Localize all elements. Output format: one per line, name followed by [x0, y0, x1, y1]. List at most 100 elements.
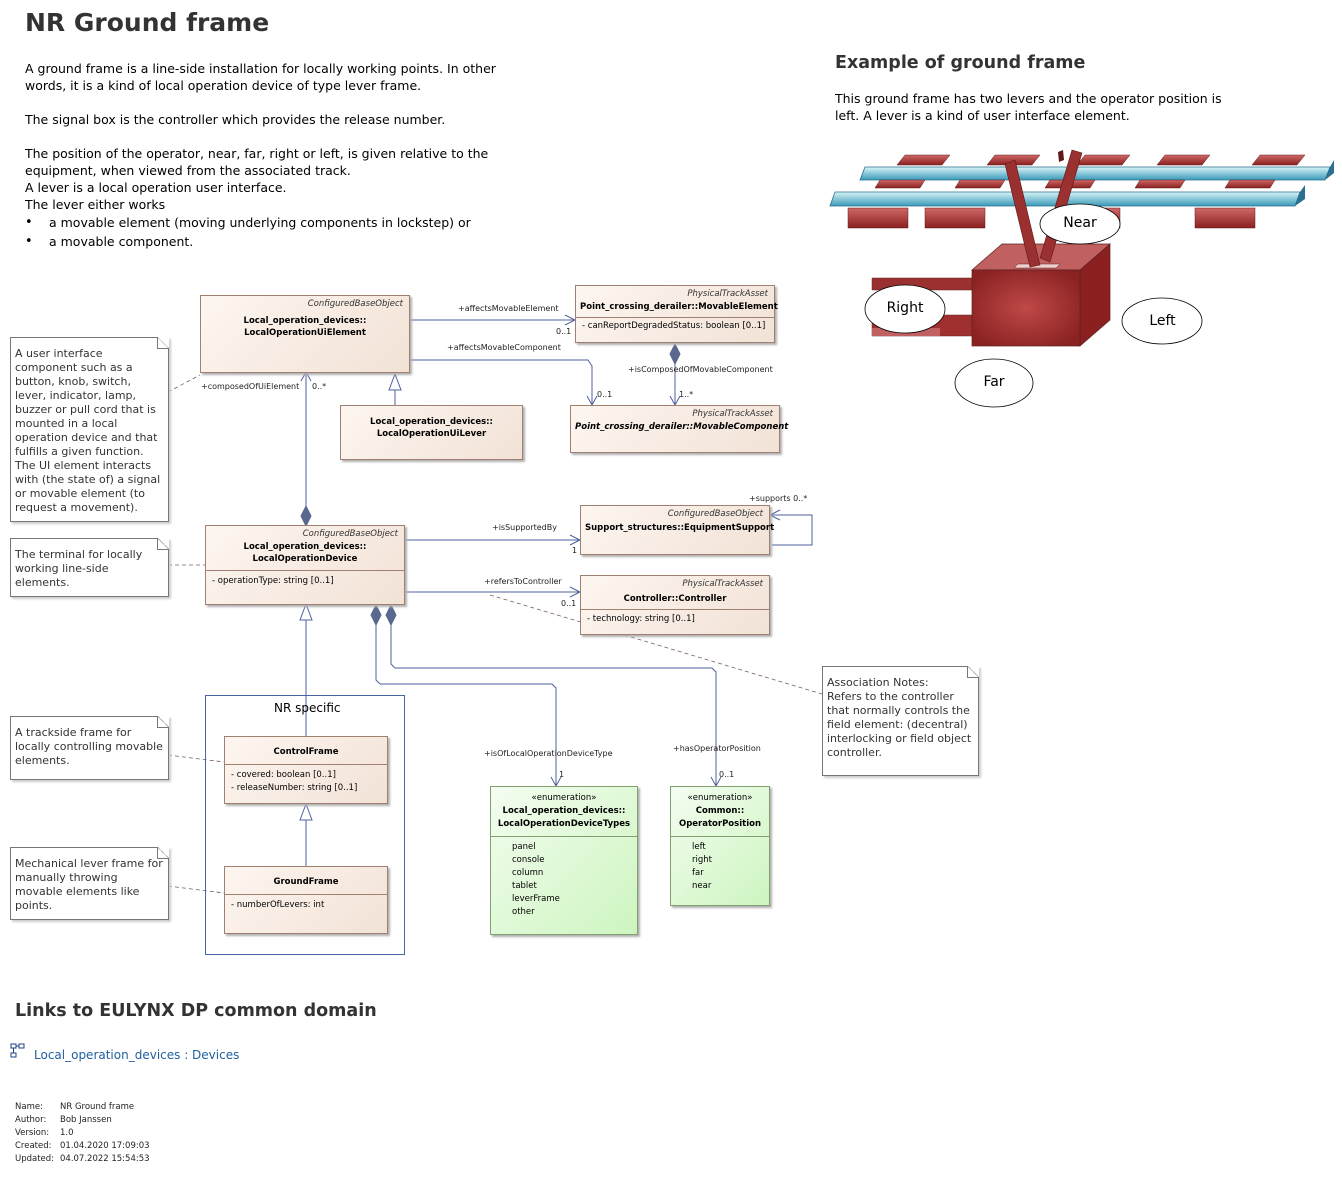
multiplicity-label: 0..1 [556, 327, 572, 336]
example-heading: Example of ground frame [835, 53, 1086, 73]
meta-key: Author: [15, 1115, 47, 1125]
role-label: +composedOfUiElement [201, 382, 300, 391]
multiplicity-label: 0..* [312, 382, 327, 391]
note-trackside-frame[interactable]: A trackside frame for locally controllin… [10, 716, 169, 780]
class-equipment-support[interactable]: ConfiguredBaseObject Support_structures:… [580, 505, 775, 555]
meta-value: NR Ground frame [60, 1102, 135, 1112]
class-attribute: - releaseNumber: string [0..1] [231, 783, 358, 793]
link-label[interactable]: Local_operation_devices : Devices [34, 1048, 240, 1062]
enum-name: Common:: [695, 806, 745, 816]
role-label: +affectsMovableComponent [447, 343, 561, 352]
stereotype: ConfiguredBaseObject [307, 299, 403, 309]
composition-diamond [370, 603, 382, 627]
class-control-frame[interactable]: ControlFrame - covered: boolean [0..1] -… [224, 736, 388, 804]
class-attribute: - technology: string [0..1] [587, 614, 695, 624]
near-ellipse [1039, 203, 1121, 245]
class-name: Point_crossing_derailer::MovableElement [580, 302, 778, 312]
meta-key: Name: [15, 1102, 43, 1112]
class-attribute: - covered: boolean [0..1] [231, 770, 336, 780]
enum-name: Local_operation_devices:: [502, 806, 626, 816]
note-association[interactable]: Association Notes: Refers to the control… [822, 666, 979, 776]
intro-paragraph: A lever is a local operation user interf… [25, 180, 287, 195]
role-label: +isOfLocalOperationDeviceType [484, 749, 613, 758]
note-mechanical-lever-frame[interactable]: Mechanical lever frame for manually thro… [10, 847, 169, 920]
generalization-arrow [388, 372, 402, 391]
stereotype: PhysicalTrackAsset [692, 409, 773, 419]
assoc-operator-position [390, 625, 717, 786]
ground-frame-illustration [829, 149, 1334, 408]
enum-literal: other [512, 907, 535, 917]
intro-paragraph: The signal box is the controller which p… [25, 112, 446, 127]
meta-value: 1.0 [60, 1128, 74, 1138]
intro-paragraph: The position of the operator, near, far,… [25, 146, 489, 178]
enum-literal: console [512, 855, 545, 865]
enum-name: LocalOperationDeviceTypes [497, 819, 631, 829]
stereotype: ConfiguredBaseObject [667, 509, 763, 519]
role-label: +hasOperatorPosition [673, 744, 761, 753]
metadata-block: Name:NR Ground frame Author:Bob Janssen … [15, 1101, 150, 1166]
package-title: NR specific [274, 701, 341, 715]
composition-diamond [300, 504, 312, 528]
multiplicity-label: 0..1 [719, 770, 735, 779]
right-ellipse [864, 284, 946, 334]
link-devices[interactable]: Local_operation_devices : Devices [10, 1040, 239, 1062]
enum-literal: panel [512, 842, 536, 852]
stereotype: ConfiguredBaseObject [302, 529, 398, 539]
enum-literal: left [692, 842, 706, 852]
intro-bullets: a movable element (moving underlying com… [25, 213, 525, 251]
meta-value: 04.07.2022 15:54:53 [60, 1154, 150, 1164]
class-name: Support_structures::EquipmentSupport [585, 523, 775, 533]
meta-value: 01.04.2020 17:09:03 [60, 1141, 150, 1151]
class-name: Controller::Controller [623, 594, 727, 604]
sleepers-back [896, 154, 1306, 166]
class-controller[interactable]: PhysicalTrackAsset Controller::Controlle… [580, 575, 770, 635]
page-title: NR Ground frame [25, 8, 270, 37]
links-heading: Links to EULYNX DP common domain [15, 1001, 377, 1021]
assoc-supports [770, 514, 813, 546]
class-name: LocalOperationUiElement [244, 328, 366, 338]
class-name: LocalOperationDevice [252, 554, 358, 564]
generalization-arrow [299, 802, 313, 821]
class-movable-element[interactable]: PhysicalTrackAsset Point_crossing_derail… [575, 285, 778, 343]
left-label: Left [1149, 313, 1176, 329]
class-movable-component[interactable]: PhysicalTrackAsset Point_crossing_derail… [570, 405, 789, 453]
intro-paragraph: A ground frame is a line-side installati… [25, 61, 496, 93]
enum-literal: near [692, 881, 712, 891]
note-ui-element[interactable]: A user interface component such as a but… [10, 337, 169, 522]
enum-literal: leverFrame [512, 894, 560, 904]
stereotype: «enumeration» [687, 793, 753, 803]
meta-key: Version: [15, 1128, 50, 1138]
example-text: This ground frame has two levers and the… [835, 91, 1222, 123]
multiplicity-label: 0..1 [561, 599, 577, 608]
note-link [167, 754, 225, 763]
stereotype: PhysicalTrackAsset [682, 579, 763, 589]
intro-text: A ground frame is a line-side installati… [25, 60, 525, 251]
enum-name: OperatorPosition [678, 819, 761, 829]
enum-local-operation-device-types[interactable]: «enumeration» Local_operation_devices:: … [490, 786, 638, 935]
assoc-affects-component [410, 359, 593, 405]
class-name: ControlFrame [273, 747, 339, 757]
assoc-device-type [375, 625, 557, 786]
multiplicity-label: 1 [559, 770, 565, 779]
lever-1 [1004, 159, 1041, 268]
package-nr-specific [205, 695, 405, 955]
enum-operator-position[interactable]: «enumeration» Common:: OperatorPosition … [670, 786, 770, 906]
composition-diamond [385, 603, 397, 627]
class-name: Local_operation_devices:: [243, 316, 367, 326]
generalization-arrow [299, 602, 313, 621]
class-local-operation-ui-lever[interactable]: Local_operation_devices:: LocalOperation… [340, 405, 523, 460]
class-local-operation-ui-element[interactable]: ConfiguredBaseObject Local_operation_dev… [200, 295, 410, 373]
role-label: +isComposedOfMovableComponent [628, 365, 773, 374]
bullet-item: a movable component. [25, 232, 525, 251]
class-name: Point_crossing_derailer::MovableComponen… [575, 422, 789, 432]
class-local-operation-device[interactable]: ConfiguredBaseObject Local_operation_dev… [205, 525, 405, 605]
far-ellipse [954, 358, 1034, 408]
role-label: +refersToController [484, 577, 562, 586]
class-ground-frame[interactable]: GroundFrame - numberOfLevers: int [224, 866, 388, 934]
enum-literal: right [692, 855, 712, 865]
class-name: GroundFrame [273, 877, 339, 887]
composition-diamond [669, 342, 681, 366]
note-terminal[interactable]: The terminal for locally working line-si… [10, 538, 169, 597]
intro-paragraph: The lever either works [25, 197, 166, 212]
role-label: +supports 0..* [749, 494, 808, 503]
